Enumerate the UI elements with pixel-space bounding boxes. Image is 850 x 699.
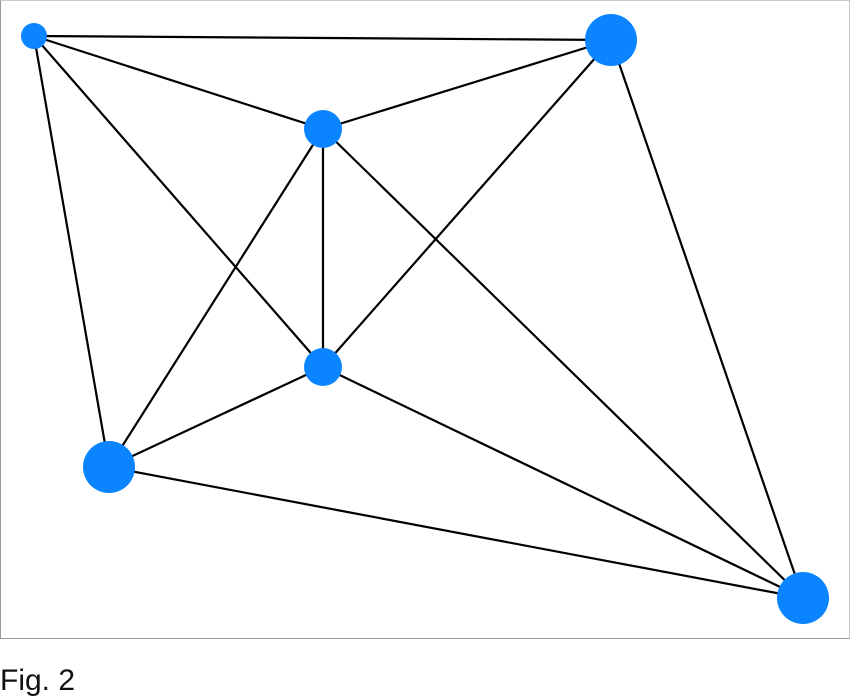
edge-B-C <box>322 38 612 131</box>
node-B <box>585 14 637 66</box>
edge-D-E <box>108 366 324 468</box>
edge-A-B <box>33 34 612 42</box>
node-E <box>83 441 135 493</box>
node-F <box>777 572 829 624</box>
edge-A-E <box>32 35 111 468</box>
edge-A-D <box>33 35 324 368</box>
node-D <box>304 348 342 386</box>
edge-C-F <box>322 128 804 599</box>
edge-A-C <box>33 34 324 131</box>
figure-caption: Fig. 2 <box>0 664 76 697</box>
edge-D-F <box>322 366 804 599</box>
node-A <box>21 23 47 49</box>
edge-B-F <box>609 39 805 599</box>
edge-E-F <box>108 465 804 600</box>
node-C <box>304 110 342 148</box>
network-graph <box>21 14 829 624</box>
edge-B-D <box>322 39 612 368</box>
edge-C-E <box>108 128 324 468</box>
